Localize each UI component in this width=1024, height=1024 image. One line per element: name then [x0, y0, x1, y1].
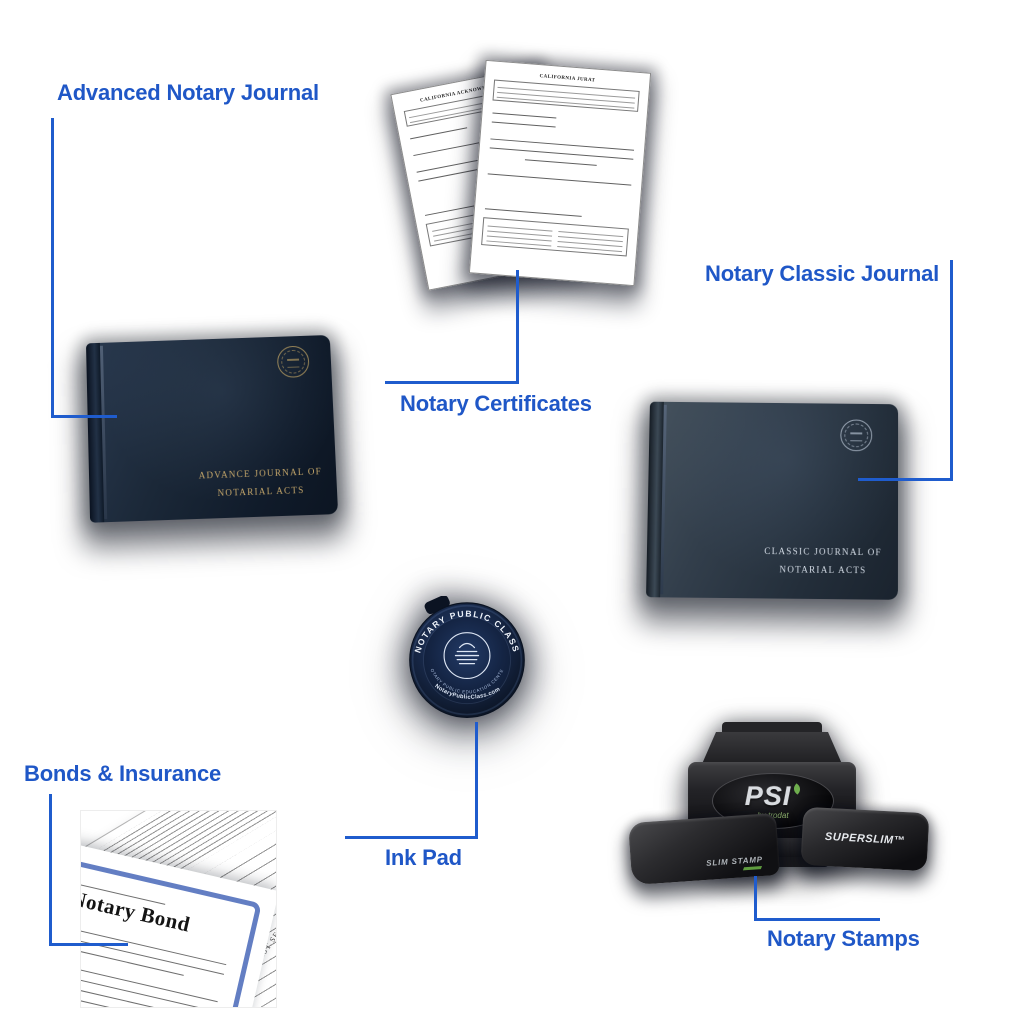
- connector-ink-pad-vertical: [475, 722, 478, 839]
- classic-journal-cover-title: CLASSIC JOURNAL OF NOTARIAL ACTS: [764, 542, 882, 579]
- advanced-journal-image: ADVANCE JOURNAL OF NOTARIAL ACTS: [85, 334, 339, 523]
- psi-brand-text: by trodat: [757, 810, 789, 820]
- connector-stamps-horizontal: [754, 918, 880, 921]
- label-notary-stamps: Notary Stamps: [767, 926, 920, 951]
- silver-notary-seal-icon: [840, 419, 873, 452]
- cover-title-line1: CLASSIC JOURNAL OF: [764, 545, 882, 558]
- certificate-front-page: CALIFORNIA JURAT: [468, 59, 652, 287]
- classic-journal-image: CLASSIC JOURNAL OF NOTARIAL ACTS: [646, 401, 899, 600]
- superslim-stamp-image: SUPERSLIM™: [800, 806, 930, 872]
- connector-advanced-journal-horizontal: [51, 415, 117, 418]
- connector-classic-journal-vertical: [950, 260, 953, 481]
- advanced-journal-cover-title: ADVANCE JOURNAL OF NOTARIAL ACTS: [198, 462, 323, 503]
- eco-leaf-icon: [791, 782, 803, 795]
- cover-title-line2: NOTARIAL ACTS: [779, 564, 867, 576]
- slim-stamp-green-mark: [742, 865, 763, 871]
- notary-bond-image: NAL WEST SERI Notary Bond: [80, 810, 277, 1008]
- ink-pad-lid-tab: [424, 595, 450, 615]
- psi-stamp-cap: [722, 722, 822, 734]
- connector-bonds-vertical: [49, 794, 52, 946]
- stamp-emblem-icon: [454, 642, 480, 665]
- psi-stamp-handle: [702, 732, 842, 764]
- psi-logo-text: PSI: [744, 780, 792, 811]
- connector-ink-pad-horizontal: [345, 836, 478, 839]
- slim-stamp-image: SLIM STAMP: [628, 812, 780, 886]
- label-ink-pad: Ink Pad: [385, 845, 462, 870]
- superslim-stamp-label: SUPERSLIM™: [824, 830, 906, 848]
- connector-certificates-horizontal: [385, 381, 519, 384]
- label-notary-classic-journal: Notary Classic Journal: [705, 261, 940, 286]
- connector-classic-journal-horizontal: [858, 478, 953, 481]
- ink-pad-image: NOTARY PUBLIC CLASS NOTARY PUBLIC EDUCAT…: [402, 592, 530, 722]
- label-notary-certificates: Notary Certificates: [400, 391, 592, 416]
- connector-bonds-horizontal: [49, 943, 128, 946]
- connector-advanced-journal-vertical: [51, 118, 54, 418]
- label-bonds-insurance: Bonds & Insurance: [24, 761, 222, 786]
- stamp-emblem-ring: [443, 632, 491, 680]
- label-advanced-notary-journal: Advanced Notary Journal: [57, 80, 319, 105]
- ink-pad-graphic: NOTARY PUBLIC CLASS NOTARY PUBLIC EDUCAT…: [402, 592, 525, 718]
- connector-certificates-vertical: [516, 270, 519, 384]
- connector-stamps-vertical: [754, 876, 757, 921]
